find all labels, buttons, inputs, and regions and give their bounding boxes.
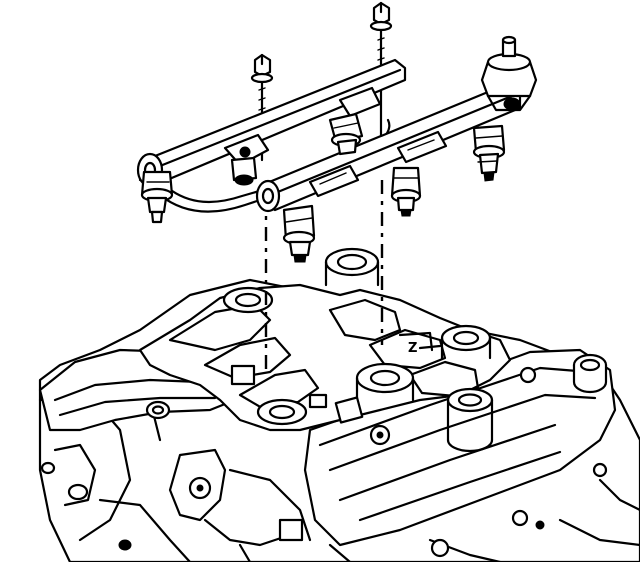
rail-bolt-right [369,1,393,147]
fuel-injector-4 [390,166,422,217]
rail-bolt-left [250,53,274,162]
alignment-lines [264,180,384,375]
fuel-injector-3 [328,112,364,156]
fuel-injector-2 [282,204,316,263]
fuel-pressure-regulator [480,35,538,112]
fuel-injector-5 [472,124,506,182]
fuel-rail-front [255,83,522,213]
right-valve-cover [303,348,640,562]
fuel-injector-1 [140,170,174,224]
callout-label: Z [408,341,417,356]
fuel-injector-6 [230,156,258,186]
intake-manifold [138,247,512,453]
callout-leader-line [418,344,442,350]
